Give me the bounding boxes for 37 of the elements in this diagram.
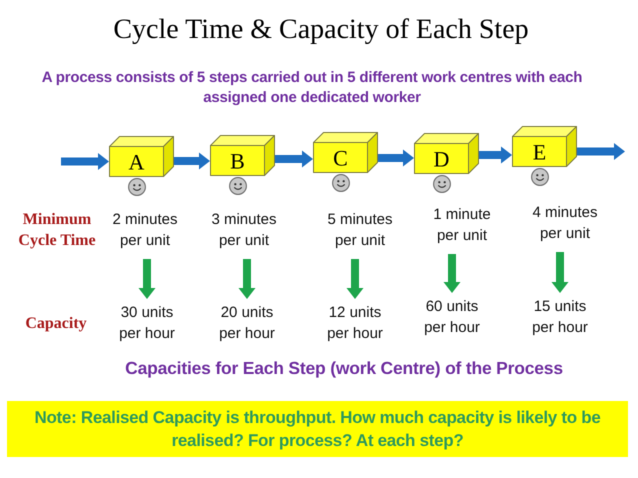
arrow: [238, 259, 256, 299]
cycle-time-text: 5 minutes per unit: [326, 209, 394, 251]
cube-box: [210, 135, 275, 176]
subtitle: A process consists of 5 steps carried out in 5 different work centres with each assigned one dedicated worker: [40, 68, 584, 108]
arrow: [577, 143, 625, 160]
arrow: [174, 152, 210, 170]
cycle-time-text: 2 minutes per unit: [111, 209, 179, 251]
caption: Capacities for Each Step (work Centre) of the Process: [124, 357, 564, 379]
arrow: [444, 254, 460, 293]
arrow: [275, 150, 313, 168]
capacity-text: 12 units per hour: [326, 302, 384, 344]
arrow: [61, 153, 109, 170]
arrow: [346, 259, 364, 299]
title: Cycle Time & Capacity of Each Step: [112, 14, 530, 46]
cube-box: [512, 126, 577, 167]
step-label: E: [532, 140, 546, 164]
arrow: [138, 259, 156, 299]
capacity-text: 15 units per hour: [531, 296, 589, 338]
capacity-text: 60 units per hour: [423, 296, 481, 338]
cube-box: [414, 133, 479, 174]
row-label: Capacity: [24, 314, 88, 334]
note-banner: Note: Realised Capacity is throughput. How much capacity is likely to be realised? For process? At each step?: [7, 401, 628, 457]
capacity-text: 30 units per hour: [118, 302, 176, 344]
step-label: D: [434, 146, 450, 172]
step-label: B: [230, 148, 245, 174]
cycle-time-text: 1 minute per unit: [432, 204, 492, 246]
row-label: Minimum Cycle Time: [17, 210, 97, 251]
step-label: C: [333, 146, 348, 170]
cube-box: [313, 132, 378, 173]
capacity-text: 20 units per hour: [218, 302, 276, 344]
cube-box: [109, 136, 174, 177]
cycle-time-text: 4 minutes per unit: [531, 202, 599, 244]
arrow: [378, 150, 414, 166]
arrow: [479, 146, 512, 164]
cycle-time-text: 3 minutes per unit: [210, 209, 278, 251]
step-label: A: [128, 150, 144, 174]
arrow: [552, 252, 568, 293]
